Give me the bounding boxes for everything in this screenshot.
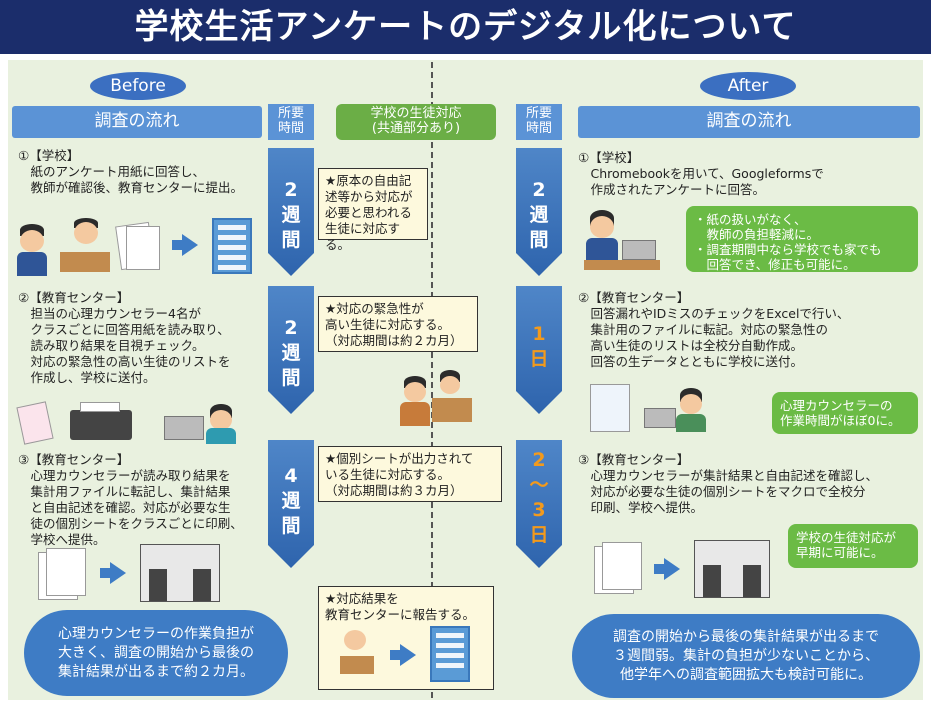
scanner-icon — [70, 410, 132, 440]
response-box-2: ★対応の緊急性が 高い生徒に対応する。 （対応期間は約２カ月） — [318, 296, 478, 352]
report-illustration — [340, 626, 480, 684]
after-step2-callout: 心理カウンセラーの 作業時間がほぼ0に。 — [772, 392, 918, 434]
after-step3-callout: 学校の生徒対応が 早期に可能に。 — [788, 524, 918, 568]
answer-sheet-icon — [16, 401, 54, 445]
chromebook-icon — [622, 240, 656, 260]
response-box-3: ★個別シートが出力されて いる生徒に対応する。 （対応期間は約３カ月） — [318, 446, 502, 502]
laptop-icon — [164, 416, 204, 440]
center-divider — [431, 62, 433, 698]
before-step1-text: ①【学校】 紙のアンケート用紙に回答し、 教師が確認後、教育センターに提出。 — [18, 148, 244, 195]
arrow-right-icon — [110, 562, 126, 584]
after-step1-illustration — [580, 206, 664, 272]
before-flow-header: 調査の流れ — [12, 106, 262, 138]
teacher-icon — [74, 222, 98, 244]
counselor-icon — [404, 382, 426, 402]
page-title: 学校生活アンケートのデジタル化について — [0, 0, 931, 54]
spreadsheet-icon — [590, 384, 630, 432]
before-step3-text: ③【教育センター】 心理カウンセラーが読み取り結果を 集計用ファイルに転記し、集… — [18, 452, 243, 547]
student-icon — [440, 376, 460, 394]
arrow-right-icon — [182, 234, 198, 256]
after-step1-callout: ・紙の扱いがなく、 教師の負担軽減に。 ・調査期間中なら学校でも家でも 回答でき… — [686, 206, 918, 272]
after-flow-header: 調査の流れ — [578, 106, 920, 138]
student-icon — [590, 216, 614, 238]
student-consultation-illustration — [398, 364, 478, 428]
before-step2-text: ②【教育センター】 担当の心理カウンセラー4名が クラスごとに回答用紙を読み取り… — [18, 290, 231, 385]
teacher-icon — [344, 630, 366, 650]
after-time-header: 所要 時間 — [516, 104, 562, 140]
school-building-icon — [694, 540, 770, 598]
before-step1-illustration — [14, 212, 264, 278]
after-step2-illustration — [590, 384, 710, 434]
school-building-icon — [140, 544, 220, 602]
after-tag: After — [700, 72, 796, 100]
after-step3-text: ③【教育センター】 心理カウンセラーが集計結果と自由記述を確認し、 対応が必要な… — [578, 452, 879, 515]
arrow-right-icon — [664, 558, 680, 580]
before-step2-illustration — [14, 398, 264, 446]
student-icon — [20, 230, 44, 252]
after-step3-illustration — [594, 536, 774, 600]
counselor-icon — [210, 410, 232, 430]
arrow-right-icon — [400, 644, 416, 666]
before-time-header: 所要 時間 — [268, 104, 314, 140]
education-center-building-icon — [430, 626, 470, 682]
after-step1-text: ①【学校】 Chromebookを用いて、Googleformsで 作成されたア… — [578, 150, 824, 197]
counselor-icon — [680, 394, 702, 414]
education-center-building-icon — [212, 218, 252, 274]
response-box-1: ★原本の自由記 述等から対応が 必要と思われる 生徒に対応する。 — [318, 168, 428, 252]
after-summary-cloud: 調査の開始から最後の集計結果が出るまで ３週間弱。集計の負担が少ないことから、 … — [572, 614, 920, 698]
before-summary-cloud: 心理カウンセラーの作業負担が 大きく、調査の開始から最後の 集計結果が出るまで約… — [24, 610, 288, 696]
before-step3-illustration — [14, 540, 264, 604]
common-response-header: 学校の生徒対応 (共通部分あり) — [336, 104, 496, 140]
after-step2-text: ②【教育センター】 回答漏れやIDミスのチェックをExcelで行い、 集計用のフ… — [578, 290, 850, 369]
before-tag: Before — [90, 72, 186, 100]
laptop-icon — [644, 408, 676, 428]
